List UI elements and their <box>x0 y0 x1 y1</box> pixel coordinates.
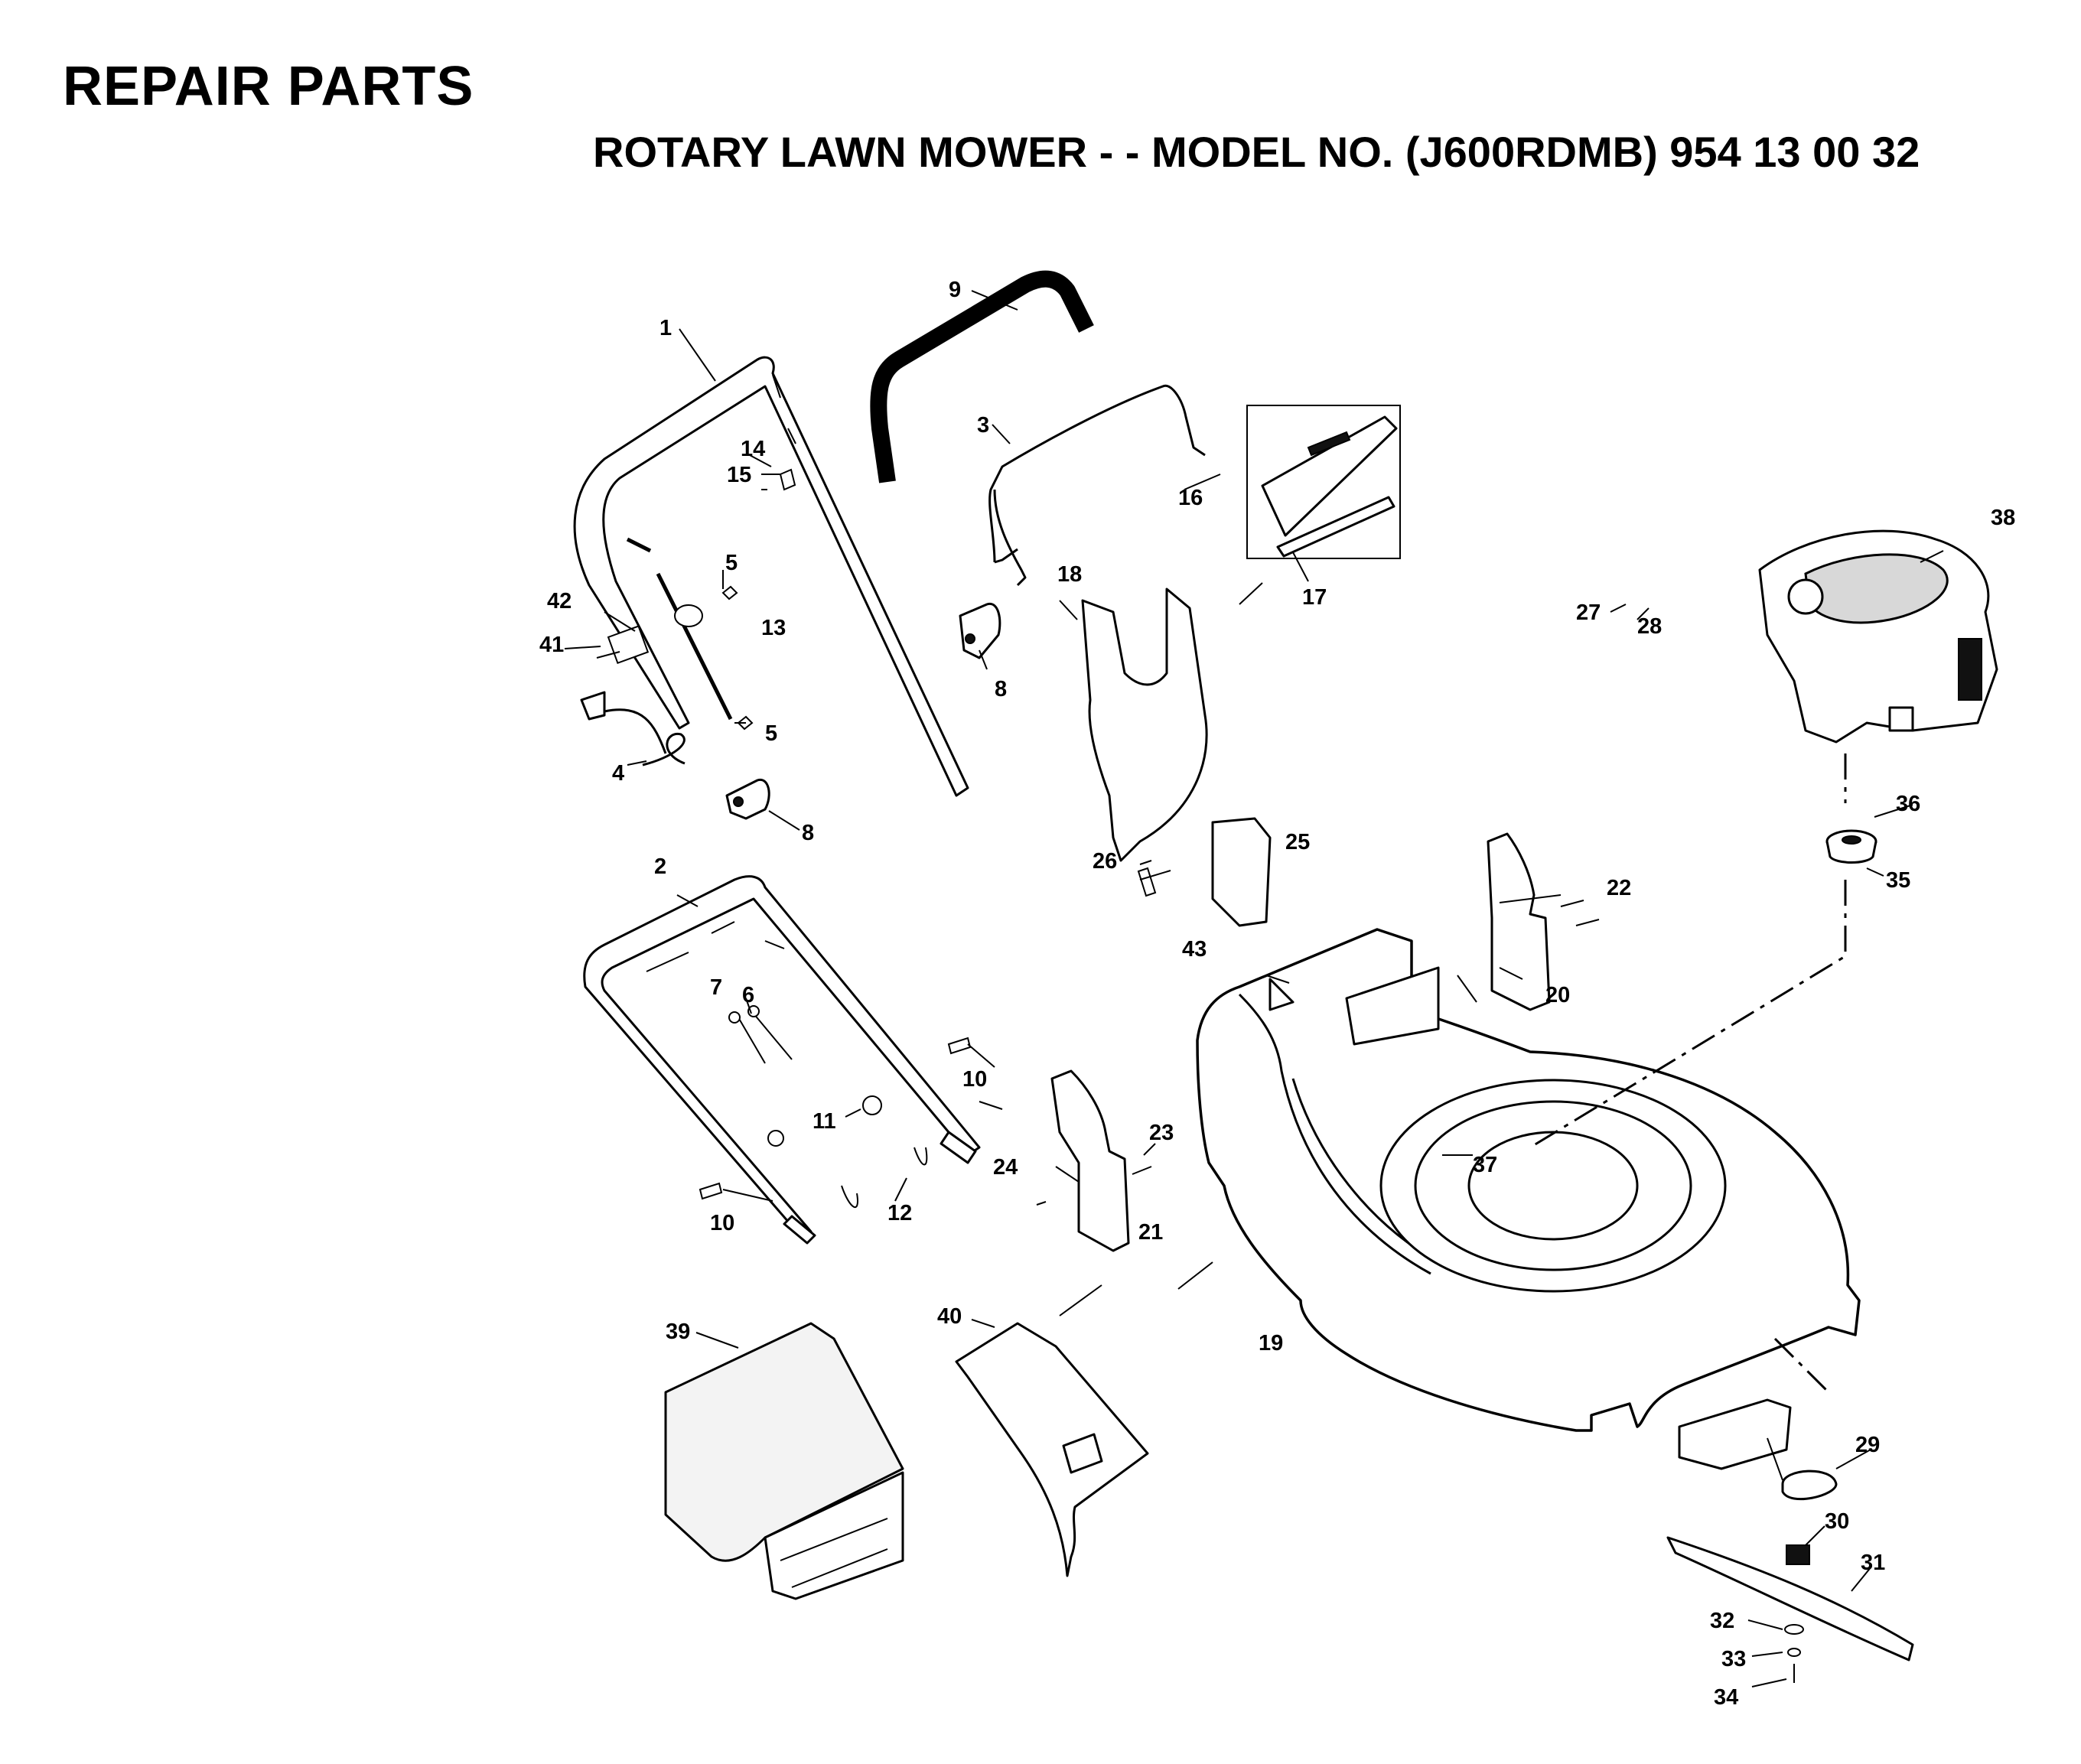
callout-7: 7 <box>710 975 722 1000</box>
page-subtitle: ROTARY LAWN MOWER - - MODEL NO. (J600RDM… <box>593 128 1920 176</box>
callout-14: 14 <box>741 437 765 461</box>
page-title: REPAIR PARTS <box>63 56 474 117</box>
callout-12: 12 <box>887 1201 912 1225</box>
callout-4: 4 <box>612 761 624 786</box>
operator-bail-part <box>988 384 1206 564</box>
callout-35: 35 <box>1886 868 1910 893</box>
callout-10a: 10 <box>962 1067 987 1092</box>
callout-38: 38 <box>1991 506 2015 530</box>
cable-clip-part <box>580 691 686 766</box>
callout-23: 23 <box>1149 1121 1174 1145</box>
callout-41: 41 <box>539 633 564 657</box>
callout-25: 25 <box>1285 830 1310 854</box>
side-bracket-part <box>1211 817 1272 927</box>
blade-assembly-part <box>1666 1398 1914 1683</box>
discharge-deflector-part <box>1081 587 1208 862</box>
engine-part <box>1758 529 1998 744</box>
callout-39: 39 <box>666 1320 690 1344</box>
callout-1: 1 <box>659 316 672 340</box>
callout-42: 42 <box>547 589 572 613</box>
callout-24: 24 <box>993 1155 1018 1180</box>
callout-8a: 8 <box>995 677 1007 701</box>
callout-31: 31 <box>1861 1551 1885 1575</box>
callout-6: 6 <box>742 983 754 1007</box>
callout-34: 34 <box>1714 1685 1738 1710</box>
callout-33: 33 <box>1721 1647 1746 1671</box>
upper-handle-part <box>573 356 969 797</box>
callout-22: 22 <box>1607 876 1631 900</box>
callout-13: 13 <box>761 616 786 640</box>
blade-adapter-pulley-part <box>1825 829 1877 864</box>
mulch-plug-part <box>1246 405 1401 559</box>
grass-bag-part <box>664 1322 904 1600</box>
callout-10b: 10 <box>710 1211 734 1235</box>
callout-20: 20 <box>1545 983 1570 1007</box>
callout-26: 26 <box>1093 849 1117 874</box>
callout-11: 11 <box>813 1109 836 1134</box>
control-cable-part <box>596 537 733 721</box>
callout-15: 15 <box>727 463 751 487</box>
handle-knob-lower-part <box>725 778 770 820</box>
callout-18: 18 <box>1057 562 1082 587</box>
hardware-bolts-part <box>646 921 972 1209</box>
callout-9: 9 <box>949 278 961 302</box>
callout-5b: 5 <box>765 721 777 746</box>
callout-16: 16 <box>1178 486 1203 510</box>
callout-5a: 5 <box>725 551 738 575</box>
callout-40: 40 <box>937 1304 962 1329</box>
callout-labels: 1 2 3 4 5 5 6 7 8 8 9 10 10 11 12 13 14 … <box>539 278 2015 1710</box>
grass-bag-frame-part <box>955 1322 1149 1577</box>
callout-3: 3 <box>977 413 989 438</box>
lower-handle-part <box>583 875 981 1245</box>
callout-8b: 8 <box>802 821 814 845</box>
callout-30: 30 <box>1825 1509 1849 1534</box>
callout-29: 29 <box>1855 1433 1880 1457</box>
callout-2: 2 <box>654 854 666 879</box>
callout-32: 32 <box>1710 1609 1734 1633</box>
callout-17: 17 <box>1302 585 1327 610</box>
callout-19: 19 <box>1259 1331 1283 1356</box>
handle-knob-upper-part <box>959 602 1001 659</box>
callout-43: 43 <box>1182 937 1207 962</box>
handle-grip-part <box>870 270 1094 483</box>
callout-28: 28 <box>1637 614 1662 639</box>
mower-deck-part <box>1196 928 1861 1432</box>
callout-21: 21 <box>1138 1220 1163 1245</box>
callout-37: 37 <box>1473 1153 1497 1177</box>
height-adjuster-right-part <box>1487 832 1600 1011</box>
leader-lines <box>564 290 1944 1688</box>
callout-36: 36 <box>1896 792 1920 816</box>
callout-27: 27 <box>1576 600 1601 625</box>
height-adjuster-left-part <box>1036 1069 1152 1252</box>
